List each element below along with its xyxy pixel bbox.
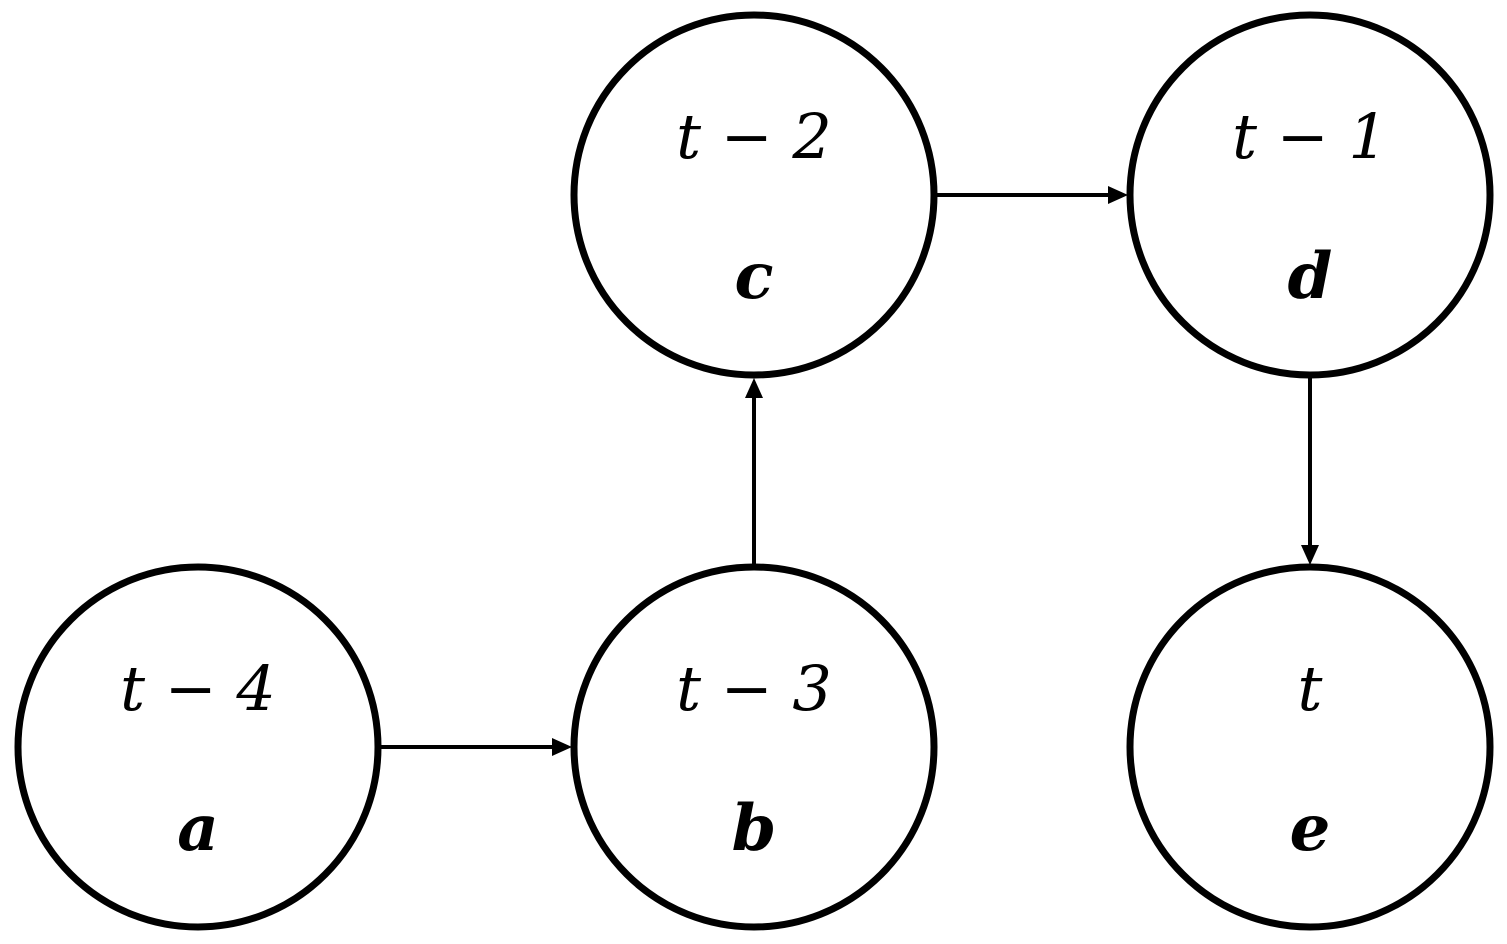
edges <box>380 186 1319 756</box>
node-d-circle <box>1126 11 1494 379</box>
node-b-circle <box>570 563 938 931</box>
node-e-var-label: e <box>1290 791 1331 866</box>
node-e: t e <box>1126 563 1494 931</box>
node-c-var-label: c <box>735 239 774 314</box>
node-b-time-label: t − 3 <box>676 652 832 725</box>
node-a-var-label: a <box>177 791 218 866</box>
node-a-time-label: t − 4 <box>120 652 276 725</box>
arrowhead-c-to-d <box>1108 186 1128 204</box>
node-c: t − 2 c <box>570 11 938 379</box>
node-c-circle <box>570 11 938 379</box>
node-b-var-label: b <box>732 791 777 866</box>
node-c-time-label: t − 2 <box>676 100 832 173</box>
node-a-circle <box>14 563 382 931</box>
node-b: t − 3 b <box>570 563 938 931</box>
arrowhead-d-to-e <box>1301 545 1319 565</box>
node-a: t − 4 a <box>14 563 382 931</box>
node-e-circle <box>1126 563 1494 931</box>
node-d: t − 1 d <box>1126 11 1494 379</box>
node-d-time-label: t − 1 <box>1232 100 1388 173</box>
node-e-time-label: t <box>1298 652 1323 725</box>
arrowhead-a-to-b <box>552 738 572 756</box>
node-d-var-label: d <box>1288 239 1333 314</box>
arrowhead-b-to-c <box>745 378 763 398</box>
